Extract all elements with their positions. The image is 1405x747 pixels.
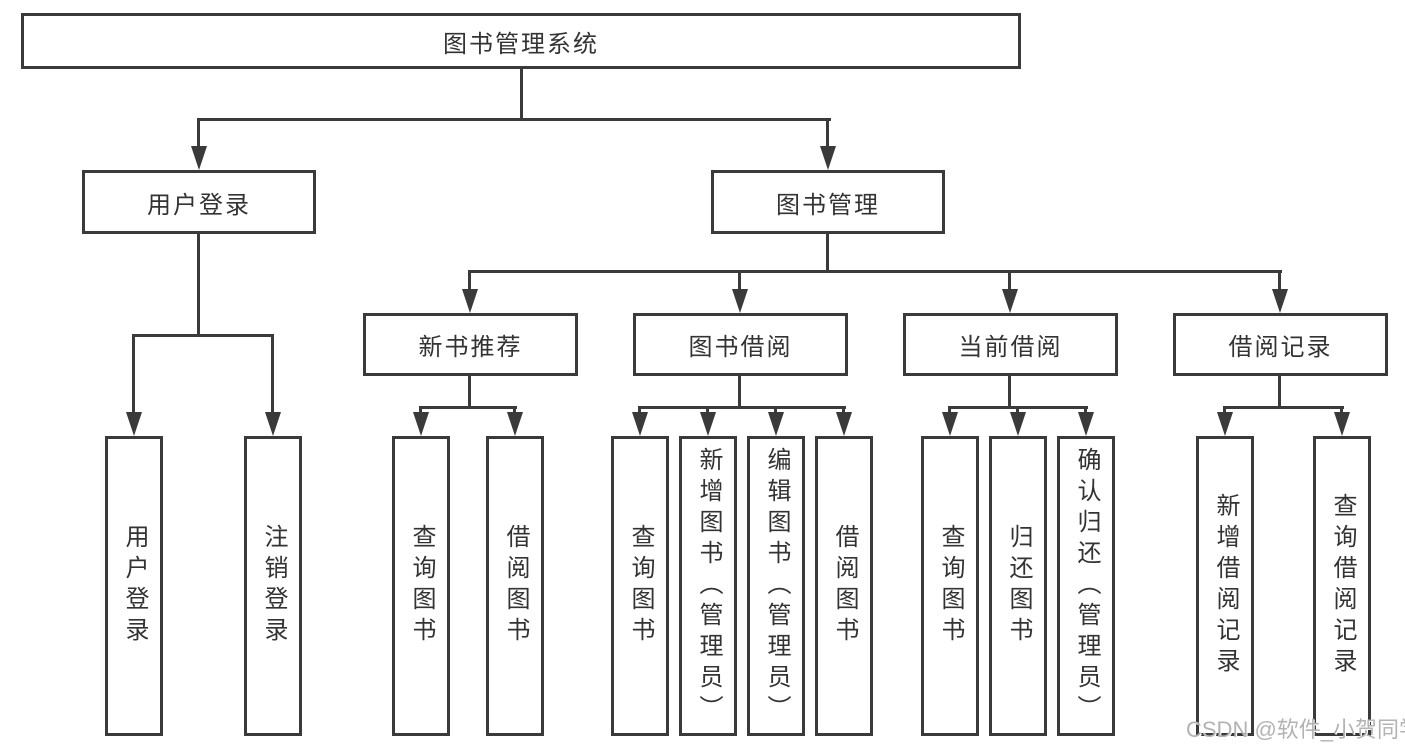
leaf-add-book-admin: 新增图书（管理员）: [679, 436, 737, 736]
connector-line: [1008, 270, 1011, 291]
connector-stem: [1278, 375, 1281, 408]
arrowhead-icon: [413, 412, 429, 436]
leaf-query-borrow-record: 查询借阅记录: [1313, 436, 1371, 736]
connector-line: [826, 118, 829, 148]
connector-line: [271, 334, 274, 414]
leaf-edit-book-admin-label: 编辑图书（管理员）: [763, 446, 790, 726]
leaf-logout: 注销登录: [244, 436, 302, 736]
leaf-logout-label: 注销登录: [260, 524, 287, 648]
arrowhead-icon: [1002, 289, 1018, 313]
csdn-watermark: CSDN @软件_小贺同学: [1186, 717, 1405, 742]
node-root: 图书管理系统: [21, 13, 1021, 69]
arrowhead-icon: [768, 412, 784, 436]
connector-book-mgmt-stem: [826, 233, 829, 272]
leaf-user-login: 用户登录: [105, 436, 163, 736]
connector-line: [513, 406, 516, 414]
connector-stem: [738, 375, 741, 408]
connector-line: [948, 406, 951, 414]
node-new-book-recommend: 新书推荐: [363, 313, 578, 376]
node-current-borrow: 当前借阅: [903, 313, 1118, 376]
arrowhead-icon: [820, 146, 836, 170]
node-user-login: 用户登录: [82, 170, 316, 234]
connector-level2-bar: [197, 118, 831, 121]
leaf-add-book-admin-label: 新增图书（管理员）: [695, 446, 722, 726]
node-book-borrow: 图书借阅: [633, 313, 848, 376]
connector-line: [468, 270, 471, 291]
node-book-management: 图书管理: [711, 170, 945, 234]
connector-bar: [419, 406, 517, 409]
node-new-book-recommend-label: 新书推荐: [418, 334, 523, 361]
arrowhead-icon: [265, 412, 281, 436]
arrowhead-icon: [732, 289, 748, 313]
arrowhead-icon: [507, 412, 523, 436]
connector-stem: [468, 375, 471, 408]
connector-level3-bar: [468, 270, 1282, 273]
arrowhead-icon: [1272, 289, 1288, 313]
node-borrow-records: 借阅记录: [1173, 313, 1388, 376]
connector-line: [1278, 270, 1281, 291]
connector-line: [1223, 406, 1226, 414]
connector-line: [638, 406, 641, 414]
connector-line: [738, 270, 741, 291]
arrowhead-icon: [462, 289, 478, 313]
leaf-borrow-book-label: 借阅图书: [831, 524, 858, 648]
connector-bar: [638, 406, 846, 409]
leaf-confirm-return-admin: 确认归还（管理员）: [1057, 436, 1115, 736]
connector-line: [774, 406, 777, 414]
connector-user-login-stem: [197, 233, 200, 336]
leaf-query-book-current-label: 查询图书: [937, 524, 964, 648]
arrowhead-icon: [126, 412, 142, 436]
node-borrow-records-label: 借阅记录: [1228, 334, 1333, 361]
connector-line: [1084, 406, 1087, 414]
node-book-borrow-label: 图书借阅: [688, 334, 793, 361]
leaf-query-book-recommend: 查询图书: [392, 436, 450, 736]
arrowhead-icon: [191, 146, 207, 170]
leaf-edit-book-admin: 编辑图书（管理员）: [747, 436, 805, 736]
arrowhead-icon: [632, 412, 648, 436]
node-current-borrow-label: 当前借阅: [958, 334, 1063, 361]
arrowhead-icon: [1078, 412, 1094, 436]
arrowhead-icon: [1010, 412, 1026, 436]
connector-line: [132, 334, 135, 414]
arrowhead-icon: [836, 412, 852, 436]
connector-user-login-bar: [132, 334, 274, 337]
connector-line: [1340, 406, 1343, 414]
leaf-add-borrow-record-label: 新增借阅记录: [1212, 493, 1239, 679]
leaf-borrow-book: 借阅图书: [815, 436, 873, 736]
connector-line: [197, 118, 200, 148]
arrowhead-icon: [1334, 412, 1350, 436]
node-user-login-label: 用户登录: [147, 191, 251, 219]
leaf-query-book-recommend-label: 查询图书: [408, 524, 435, 648]
leaf-borrow-book-recommend: 借阅图书: [486, 436, 544, 736]
leaf-user-login-label: 用户登录: [121, 524, 148, 648]
arrowhead-icon: [942, 412, 958, 436]
connector-root-stem: [520, 69, 523, 120]
connector-stem: [1008, 375, 1011, 408]
connector-line: [1016, 406, 1019, 414]
leaf-query-borrow-record-label: 查询借阅记录: [1329, 493, 1356, 679]
leaf-return-book-label: 归还图书: [1005, 524, 1032, 648]
arrowhead-icon: [1217, 412, 1233, 436]
connector-line: [419, 406, 422, 414]
connector-line: [842, 406, 845, 414]
node-root-label: 图书管理系统: [443, 30, 599, 58]
leaf-borrow-book-recommend-label: 借阅图书: [502, 524, 529, 648]
connector-bar: [1223, 406, 1344, 409]
leaf-add-borrow-record: 新增借阅记录: [1196, 436, 1254, 736]
leaf-query-book-borrow-label: 查询图书: [627, 524, 654, 648]
arrowhead-icon: [700, 412, 716, 436]
node-book-management-label: 图书管理: [776, 191, 880, 219]
leaf-confirm-return-admin-label: 确认归还（管理员）: [1073, 446, 1100, 726]
leaf-query-book-current: 查询图书: [921, 436, 979, 736]
connector-line: [706, 406, 709, 414]
leaf-return-book: 归还图书: [989, 436, 1047, 736]
leaf-query-book-borrow: 查询图书: [611, 436, 669, 736]
